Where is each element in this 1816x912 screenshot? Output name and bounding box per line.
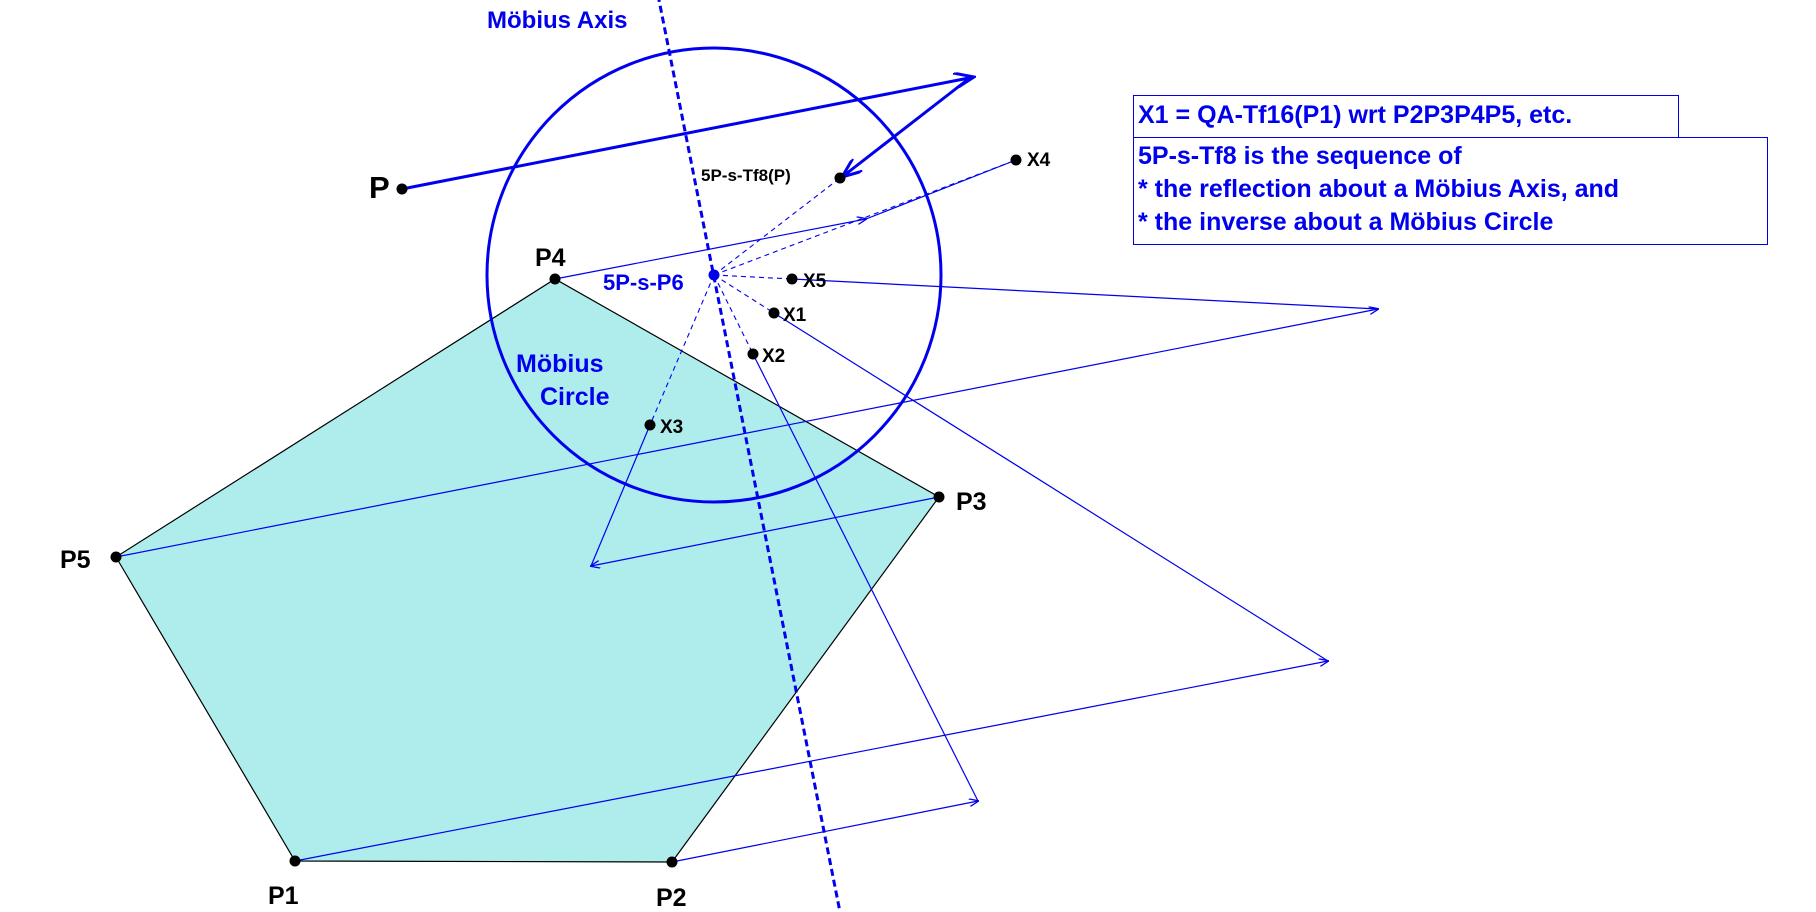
point-p1[interactable]: [289, 855, 301, 867]
reflection-p2: [671, 801, 978, 863]
point-p2[interactable]: [666, 856, 678, 868]
point-x2[interactable]: [747, 348, 759, 360]
label-p: P: [369, 170, 390, 205]
mobius-axis-line: [657, 0, 842, 912]
transform-of-p: [401, 75, 974, 191]
inversion-x3: [590, 424, 651, 567]
reflection-p1: [294, 661, 1328, 862]
ray-x1: [713, 274, 775, 314]
label-x1: X1: [783, 305, 807, 326]
label-p5: P5: [60, 546, 91, 574]
label-center-p6: 5P-s-P6: [603, 270, 684, 295]
inversion-x4: [865, 159, 1017, 220]
label-p3: P3: [956, 488, 987, 516]
label-mobius-axis: Möbius Axis: [487, 7, 627, 34]
point-tf8p[interactable]: [834, 172, 846, 184]
label-p4: P4: [535, 244, 566, 272]
ray-x5: [713, 274, 793, 280]
pentagon-p1-p5: [115, 278, 940, 863]
info-box-definition: X1 = QA-Tf16(P1) wrt P2P3P4P5, etc.: [1133, 95, 1679, 138]
point-p4[interactable]: [549, 273, 561, 285]
point-x3[interactable]: [644, 419, 656, 431]
info-description-line-1: 5P-s-Tf8 is the sequence of: [1138, 142, 1462, 170]
info-description-line-2: * the reflection about a Möbius Axis, an…: [1138, 175, 1620, 203]
mobius-circle: [485, 46, 943, 504]
point-p3[interactable]: [933, 491, 945, 503]
label-p1: P1: [268, 882, 299, 910]
inversion-lines: [590, 159, 1379, 802]
inversion-x5: [791, 278, 1379, 310]
info-definition-text: X1 = QA-Tf16(P1) wrt P2P3P4P5, etc.: [1138, 101, 1573, 129]
reflection-p5: [115, 309, 1378, 558]
ray-x2: [713, 274, 754, 355]
info-description-line-3: * the inverse about a Möbius Circle: [1138, 208, 1554, 236]
reflection-lines: [115, 219, 1378, 863]
center-rays: [649, 159, 1017, 426]
label-x5: X5: [803, 271, 827, 292]
reflection-p: [401, 77, 974, 191]
reflection-p3: [591, 496, 940, 566]
label-mobius-circle-1: Möbius: [516, 350, 604, 378]
ray-tf8p: [713, 177, 841, 276]
label-tf8p: 5P-s-Tf8(P): [701, 166, 791, 185]
points: [110, 154, 1022, 868]
point-x1[interactable]: [768, 307, 780, 319]
info-box-description: 5P-s-Tf8 is the sequence of * the reflec…: [1133, 137, 1768, 245]
inversion-x2: [752, 353, 979, 802]
point-p5[interactable]: [110, 551, 122, 563]
label-p2: P2: [656, 884, 687, 912]
label-x4: X4: [1027, 150, 1051, 171]
inversion-x1: [773, 312, 1329, 662]
point-x5[interactable]: [786, 273, 798, 285]
label-mobius-circle-2: Circle: [540, 383, 610, 411]
point-x4[interactable]: [1010, 154, 1022, 166]
label-x2: X2: [762, 346, 785, 367]
inversion-p: [842, 75, 972, 177]
point-p6-center[interactable]: [708, 269, 720, 281]
ray-x3: [649, 274, 715, 426]
label-x3: X3: [660, 417, 683, 438]
reflection-p4: [554, 219, 866, 280]
point-p[interactable]: [396, 183, 408, 195]
